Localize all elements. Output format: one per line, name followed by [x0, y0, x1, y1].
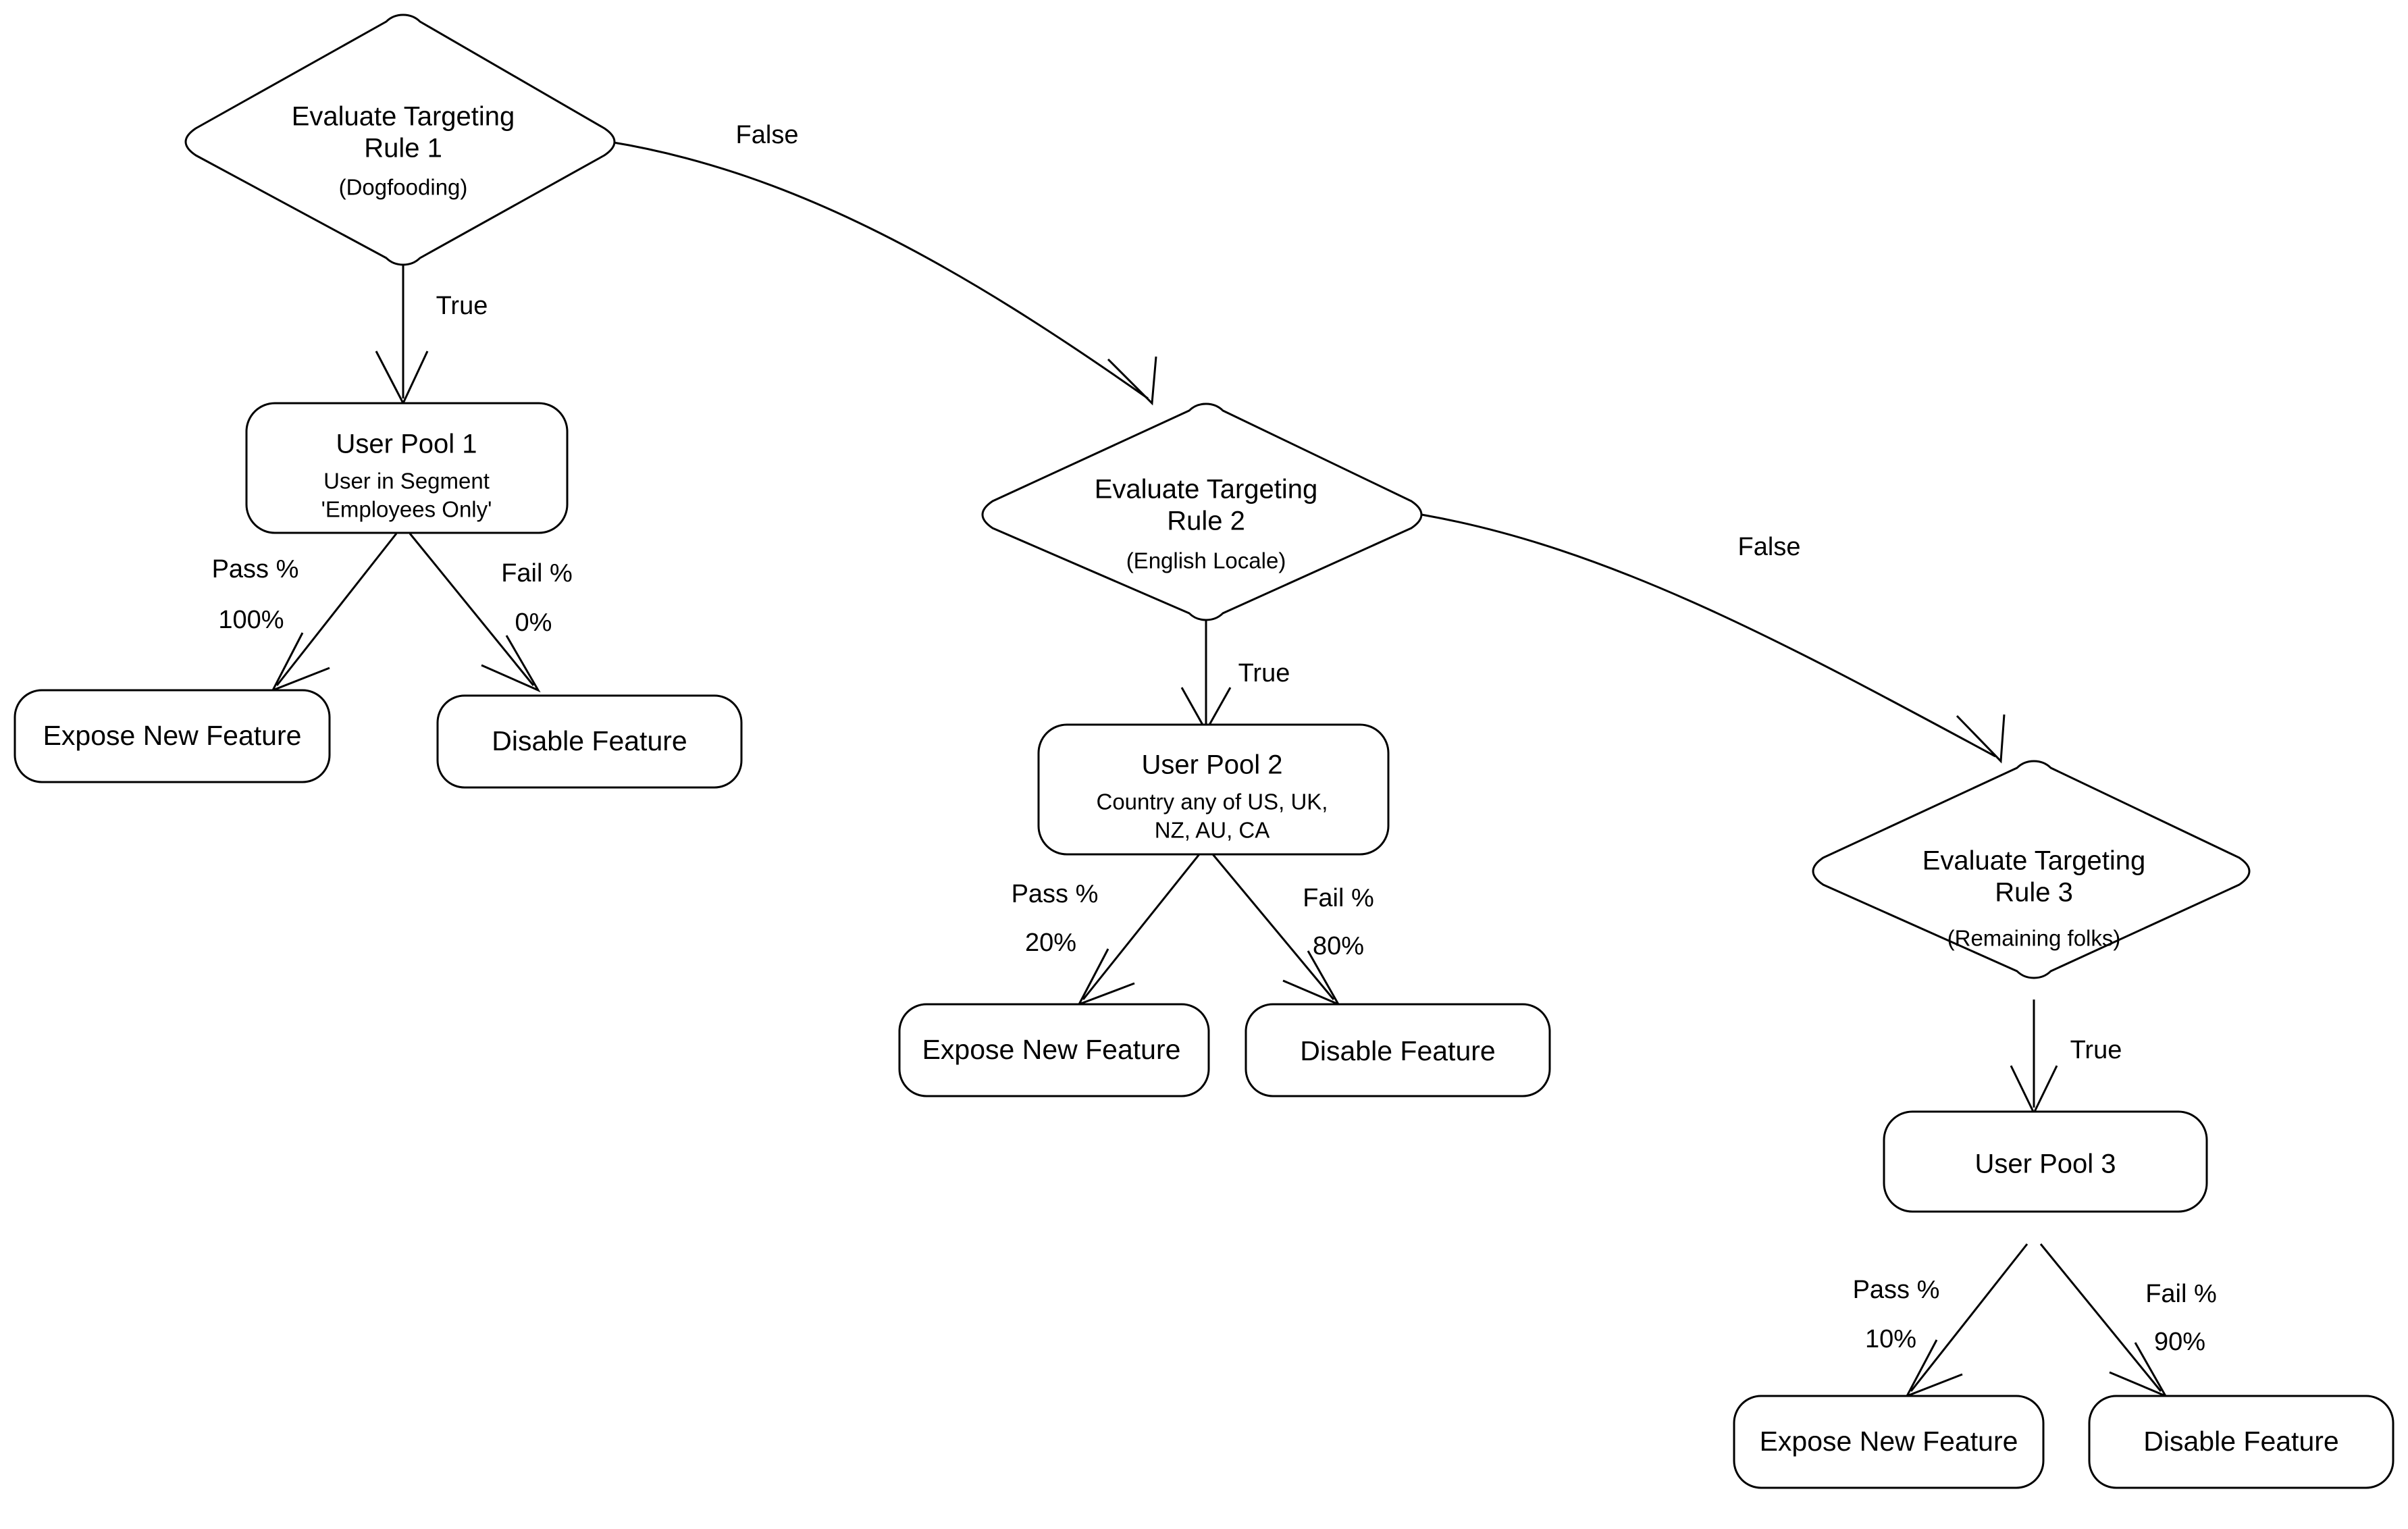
edge-pool1-fail [409, 533, 541, 693]
edge-value-pool2-fail: 80% [1313, 932, 1364, 960]
node-title-line1: Evaluate Targeting [1095, 475, 1318, 504]
edge-rule2-true [1180, 615, 1232, 733]
node-expose1[interactable]: Expose New Feature [14, 689, 331, 783]
edge-label-rule2-true: True [1238, 659, 1290, 688]
terminal-shape [898, 1003, 1210, 1097]
node-disable3[interactable]: Disable Feature [2088, 1395, 2394, 1489]
edge-label-pool1-pass: Pass % [212, 555, 299, 584]
terminal-shape [2088, 1395, 2394, 1489]
edge-rule1-true [375, 257, 429, 406]
edge-path [609, 140, 1149, 400]
edge-label-rule3-true: True [2070, 1036, 2122, 1064]
terminal-label: Expose New Feature [1760, 1426, 2018, 1457]
decision-shape [184, 14, 616, 266]
process-shape [1883, 1110, 2208, 1213]
node-title: User Pool 1 [336, 430, 477, 459]
node-pool1[interactable]: User Pool 1 User in Segment 'Employees O… [245, 402, 569, 534]
terminal-label: Expose New Feature [43, 720, 302, 751]
node-subtitle-line1: Country any of US, UK, [1097, 789, 1328, 814]
edge-value-pool2-pass: 20% [1025, 929, 1076, 957]
edge-path [1421, 513, 1996, 758]
node-title-line2: Rule 1 [364, 134, 442, 163]
node-subtitle-line2: NZ, AU, CA [1155, 818, 1270, 843]
edge-label-pool3-fail: Fail % [2145, 1280, 2217, 1308]
node-title-line2: Rule 2 [1167, 507, 1245, 536]
edge-label-rule2-false: False [1738, 533, 1801, 561]
terminal-shape [14, 689, 331, 783]
arrowhead [270, 632, 330, 692]
terminal-label: Disable Feature [1300, 1035, 1495, 1066]
node-title-line1: Evaluate Targeting [1922, 846, 2146, 876]
terminal-shape [1245, 1003, 1551, 1097]
arrowhead [1956, 714, 2006, 764]
node-rule2[interactable]: Evaluate Targeting Rule 2 (English Local… [981, 403, 1423, 621]
process-shape [1037, 723, 1390, 856]
node-disable1[interactable]: Disable Feature [436, 694, 743, 789]
edge-pool2-pass [1076, 854, 1201, 1006]
decision-shape [981, 403, 1423, 621]
arrowhead [1107, 356, 1157, 406]
node-title: User Pool 2 [1142, 750, 1283, 780]
node-expose2[interactable]: Expose New Feature [898, 1003, 1210, 1097]
node-title: User Pool 3 [1975, 1149, 2116, 1179]
edge-pool2-fail [1211, 854, 1341, 1007]
arrowhead [375, 351, 429, 406]
node-pool3[interactable]: User Pool 3 [1883, 1110, 2208, 1213]
edge-path [1082, 854, 1201, 1000]
arrowhead [481, 635, 541, 693]
decision-shape [1812, 760, 2251, 979]
edge-value-pool3-pass: 10% [1865, 1325, 1916, 1353]
node-rule3[interactable]: Evaluate Targeting Rule 3 (Remaining fol… [1812, 760, 2251, 979]
node-subtitle-line2: 'Employees Only' [321, 497, 492, 522]
edge-rule2-false [1421, 513, 2006, 764]
terminal-label: Disable Feature [2143, 1426, 2338, 1457]
node-expose3[interactable]: Expose New Feature [1733, 1395, 2045, 1489]
edge-rule3-true [2010, 1000, 2058, 1116]
terminal-shape [1733, 1395, 2045, 1489]
node-disable2[interactable]: Disable Feature [1245, 1003, 1551, 1097]
node-subtitle: (Remaining folks) [1947, 926, 2121, 951]
edge-pool3-fail [2039, 1243, 2168, 1399]
edge-path [1211, 854, 1335, 1000]
edge-value-pool1-pass: 100% [218, 606, 284, 634]
node-pool2[interactable]: User Pool 2 Country any of US, UK, NZ, A… [1037, 723, 1390, 856]
node-subtitle: (English Locale) [1126, 548, 1286, 573]
edge-pool3-pass [1904, 1243, 2029, 1398]
terminal-label: Disable Feature [492, 725, 687, 756]
node-title-line1: Evaluate Targeting [292, 102, 515, 132]
process-shape [245, 402, 569, 534]
edge-label-pool2-fail: Fail % [1303, 884, 1374, 912]
node-subtitle-line1: User in Segment [323, 469, 490, 494]
terminal-label: Expose New Feature [922, 1034, 1181, 1065]
node-title-line2: Rule 3 [1995, 878, 2073, 908]
edge-label-pool3-pass: Pass % [1853, 1276, 1940, 1304]
node-rule1[interactable]: Evaluate Targeting Rule 1 (Dogfooding) [184, 14, 616, 266]
edge-path [276, 533, 398, 686]
edge-path [2039, 1243, 2162, 1392]
node-subtitle: (Dogfooding) [339, 175, 468, 200]
edge-label-pool2-pass: Pass % [1012, 880, 1099, 908]
edge-label-rule1-true: True [436, 292, 488, 320]
edge-label-rule1-false: False [736, 121, 799, 149]
edge-label-pool1-fail: Fail % [501, 559, 573, 588]
arrowhead [1076, 948, 1135, 1006]
edge-rule1-false [609, 140, 1157, 406]
edge-path [409, 533, 535, 686]
edge-value-pool3-fail: 90% [2154, 1328, 2205, 1356]
edge-value-pool1-fail: 0% [515, 608, 552, 637]
terminal-shape [436, 694, 743, 789]
edge-path [1910, 1243, 2029, 1392]
